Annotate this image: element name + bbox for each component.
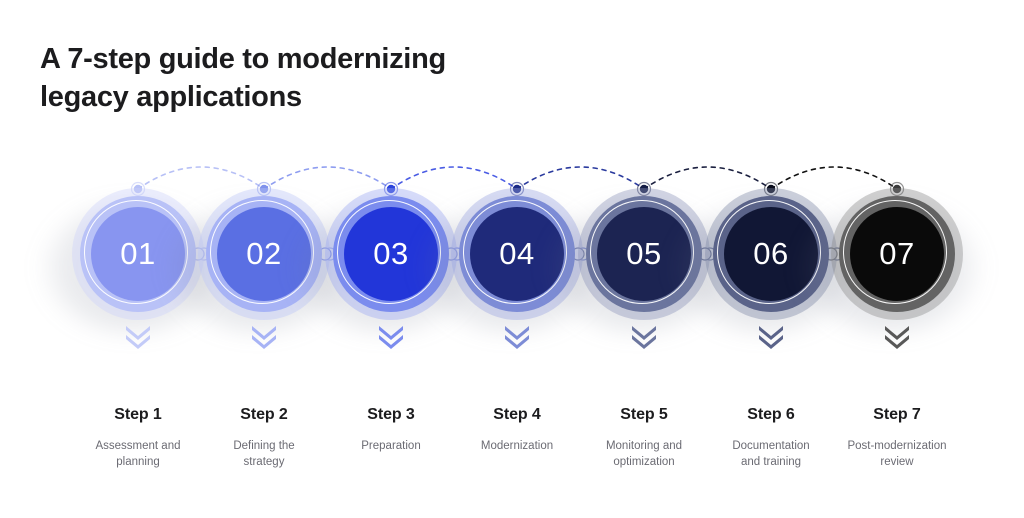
circle-hairline: [590, 200, 694, 304]
step-description-2: Defining the strategy: [233, 440, 295, 468]
circle-hairline: [717, 200, 821, 304]
dashed-arc-2: [263, 166, 392, 190]
step-caption-3: Step 3 Preparation: [313, 406, 469, 454]
double-chevron-down-icon: [252, 326, 276, 349]
arc-marker-dot-6: [763, 181, 779, 197]
step-number-3: 03: [344, 207, 438, 301]
arc-marker-dot-1: [130, 181, 146, 197]
step-circle-5[interactable]: 05: [558, 188, 718, 332]
step-title-1: Step 1: [114, 406, 162, 423]
page-title: A 7-step guide to modernizing legacy app…: [40, 43, 446, 113]
step-title-5: Step 5: [620, 406, 668, 423]
circle-hairline: [337, 200, 441, 304]
step-caption-7: Step 7 Post-modernization review: [819, 406, 975, 470]
double-chevron-down-icon: [505, 326, 529, 349]
step-circle-4[interactable]: 04: [431, 188, 591, 332]
circle-hairline: [463, 200, 567, 304]
dashed-arc-6: [770, 166, 898, 190]
double-chevron-down-icon: [126, 326, 150, 349]
dashed-arc-4: [516, 166, 645, 190]
step-title-7: Step 7: [873, 406, 921, 423]
arc-marker-dot-5: [636, 181, 652, 197]
step-circle-3[interactable]: 03: [305, 188, 465, 332]
dashed-arc-1: [137, 166, 265, 190]
step-title-4: Step 4: [493, 406, 541, 423]
step-number-6: 06: [724, 207, 818, 301]
step-circle-1[interactable]: 01: [52, 188, 212, 332]
dashed-arc-5: [643, 166, 772, 190]
step-description-4: Modernization: [480, 440, 554, 452]
arc-marker-dot-3: [383, 181, 399, 197]
circle-hairline: [843, 200, 947, 304]
dashed-arc-3: [390, 166, 518, 190]
step-number-5: 05: [597, 207, 691, 301]
step-circle-7[interactable]: 07: [811, 188, 971, 332]
step-circle-6[interactable]: 06: [685, 188, 845, 332]
step-description-7: Post-modernization review: [847, 440, 947, 468]
double-chevron-down-icon: [379, 326, 403, 349]
step-description-5: Monitoring and optimization: [605, 440, 683, 468]
step-caption-4: Step 4 Modernization: [439, 406, 595, 454]
step-caption-2: Step 2 Defining the strategy: [186, 406, 342, 470]
step-circle-2[interactable]: 02: [178, 188, 338, 332]
step-title-6: Step 6: [747, 406, 795, 423]
step-number-4: 04: [470, 207, 564, 301]
dashed-arc-layer: [130, 166, 905, 197]
step-caption-1: Step 1 Assessment and planning: [60, 406, 216, 470]
step-title-3: Step 3: [367, 406, 415, 423]
double-chevron-down-icon: [885, 326, 909, 349]
arc-marker-dot-2: [256, 181, 272, 197]
arc-marker-dot-7: [889, 181, 905, 197]
arc-marker-dot-4: [509, 181, 525, 197]
step-number-7: 07: [850, 207, 944, 301]
step-caption-6: Step 6 Documentation and training: [693, 406, 849, 470]
circle-hairline: [210, 200, 314, 304]
circle-hairline: [84, 200, 188, 304]
step-number-2: 02: [217, 207, 311, 301]
step-title-2: Step 2: [240, 406, 288, 423]
step-description-1: Assessment and planning: [95, 440, 181, 468]
step-description-3: Preparation: [361, 440, 421, 452]
step-description-6: Documentation and training: [732, 440, 810, 468]
double-chevron-down-icon: [759, 326, 783, 349]
step-caption-5: Step 5 Monitoring and optimization: [566, 406, 722, 470]
double-chevron-down-icon: [632, 326, 656, 349]
step-number-1: 01: [91, 207, 185, 301]
